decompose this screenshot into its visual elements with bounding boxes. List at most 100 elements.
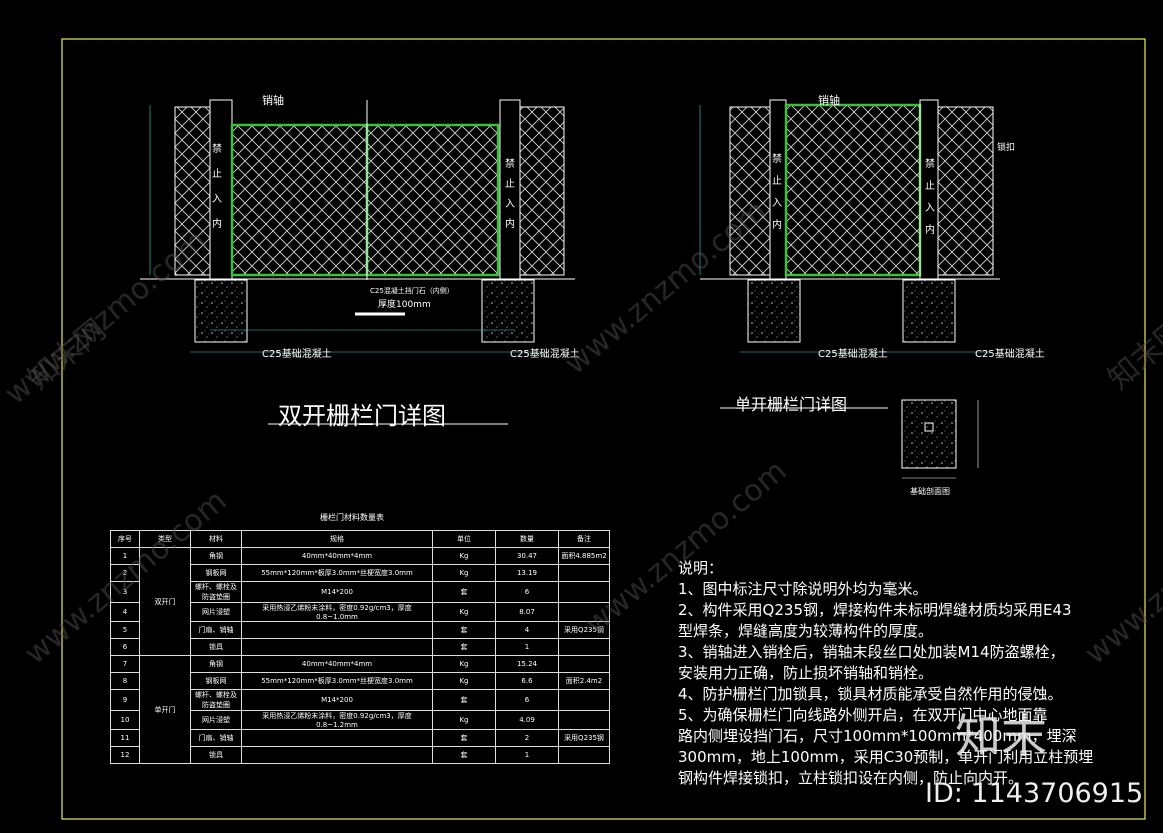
- lock-label: 锁扣: [997, 143, 1016, 153]
- drawing-frame: [61, 38, 1146, 820]
- bom-cell: 11: [110, 729, 140, 747]
- bom-cell: 8.07: [495, 602, 559, 622]
- concrete-label: C25基础混凝土: [975, 349, 1045, 360]
- concrete-label: C25基础混凝土: [510, 349, 580, 360]
- bom-cell: 套: [432, 581, 496, 603]
- note-line: 3、销轴进入销栓后，销轴末段丝口处加装M14防盗螺栓，: [678, 643, 1065, 661]
- bom-cell: 单开门: [139, 655, 191, 764]
- bom-cell: M14*200: [241, 689, 433, 711]
- bom-cell: 40mm*40mm*4mm: [241, 547, 433, 565]
- sign-char: 禁: [212, 144, 222, 155]
- bom-cell: 套: [432, 746, 496, 764]
- note-line: 5、为确保栅栏门向线路外侧开启，在双开门中心地面靠: [678, 706, 1048, 724]
- bom-cell: 螺杆、螺栓及防盗垫圈: [190, 689, 242, 711]
- sign-char: 内: [212, 219, 222, 230]
- bom-cell: 网片浸塑: [190, 602, 242, 622]
- bom-cell: [558, 710, 610, 730]
- bom-cell: 30.47: [495, 547, 559, 565]
- bom-cell: 门扇、销轴: [190, 621, 242, 639]
- bom-cell: 钢板网: [190, 672, 242, 690]
- bom-cell: 15.24: [495, 655, 559, 673]
- bom-cell: 套: [432, 729, 496, 747]
- single-gate-elevation: [699, 99, 1000, 353]
- bom-cell: 12: [110, 746, 140, 764]
- sign-char: 禁: [925, 159, 935, 170]
- double-gate-title: 双开栅栏门详图: [278, 402, 446, 430]
- notes-block: 说明： 1、图中标注尺寸除说明外均为毫米。 2、构件采用Q235钢，焊接构件未标…: [678, 558, 1093, 789]
- bom-cell: 套: [432, 621, 496, 639]
- bom-cell: Kg: [432, 710, 496, 730]
- bom-cell: 4.09: [495, 710, 559, 730]
- bom-cell: 9: [110, 689, 140, 711]
- bom-cell: 8: [110, 672, 140, 690]
- double-gate-elevation: [140, 99, 575, 353]
- concrete-label: C25基础混凝土: [818, 349, 888, 360]
- bom-row: 10 网片浸塑采用热浸乙烯粉末涂料，密度0.92g/cm3，厚度0.8~1.2mm…: [110, 710, 610, 730]
- bom-cell: 角钢: [190, 655, 242, 673]
- pin-label-left: 销轴: [262, 94, 284, 107]
- bom-cell: [241, 729, 433, 747]
- sign-char: 内: [772, 220, 782, 231]
- bom-cell: Kg: [432, 602, 496, 622]
- note-line: 钢构件焊接锁扣，立柱锁扣设在内侧，防止向内开。: [678, 769, 1024, 787]
- sign-char: 入: [772, 198, 782, 209]
- bom-cell: [558, 655, 610, 673]
- bom-cell: 套: [432, 638, 496, 656]
- bom-cell: [241, 746, 433, 764]
- bom-cell: 5: [110, 621, 140, 639]
- bom-cell: 门扇、销轴: [190, 729, 242, 747]
- bom-cell: 网片浸塑: [190, 710, 242, 730]
- bom-cell: 10: [110, 710, 140, 730]
- bom-cell: 2: [495, 729, 559, 747]
- bom-cell: 2: [110, 564, 140, 582]
- bom-cell: 套: [432, 689, 496, 711]
- sign-char: 禁: [505, 159, 515, 170]
- bom-cell: 采用Q235钢: [558, 729, 610, 747]
- thickness-label: 厚度100mm: [378, 300, 431, 310]
- bom-cell: Kg: [432, 547, 496, 565]
- bom-cell: 1: [495, 746, 559, 764]
- bom-cell: Kg: [432, 564, 496, 582]
- bom-cell: 锁具: [190, 638, 242, 656]
- bom-cell: [558, 564, 610, 582]
- bom-cell: 4: [495, 621, 559, 639]
- bom-cell: 6.6: [495, 672, 559, 690]
- bom-cell: 6: [495, 689, 559, 711]
- bom-cell: [558, 746, 610, 764]
- bom-cell: 锁具: [190, 746, 242, 764]
- bom-cell: 采用热浸乙烯粉末涂料，密度0.92g/cm3，厚度0.8~1.2mm: [241, 710, 433, 730]
- bom-cell: M14*200: [241, 581, 433, 603]
- bom-cell: 螺杆、螺栓及防盗垫圈: [190, 581, 242, 603]
- foundation-caption: 基础剖面图: [910, 487, 950, 496]
- bom-cell: Kg: [432, 655, 496, 673]
- sign-char: 止: [772, 176, 782, 187]
- sign-char: 止: [212, 169, 222, 180]
- bom-cell: 6: [110, 638, 140, 656]
- foundation-section: [901, 399, 979, 479]
- bom-cell: [558, 689, 610, 711]
- bom-cell: [241, 621, 433, 639]
- bom-header: 单位: [432, 530, 496, 548]
- note-line: 4、防护栅栏门加锁具，锁具材质能承受自然作用的侵蚀。: [678, 685, 1063, 703]
- pin-label-right: 销轴: [818, 94, 840, 107]
- bom-title: 栅栏门材料数量表: [320, 513, 384, 522]
- sign-char: 入: [505, 199, 515, 210]
- sign-char: 入: [212, 194, 222, 205]
- note-line: 型焊条，焊缝高度为较薄构件的厚度。: [678, 622, 934, 640]
- bom-header: 规格: [241, 530, 433, 548]
- door-stone-label: C25混凝土挡门石（内侧）: [370, 287, 454, 295]
- sign-char: 禁: [772, 154, 782, 165]
- note-line: 1、图中标注尺寸除说明外均为毫米。: [678, 580, 928, 598]
- note-line: 路内侧埋设挡门石，尺寸100mm*100mm*400mm，埋深: [678, 727, 1077, 745]
- note-line: 2、构件采用Q235钢，焊接构件未标明焊缝材质均采用E43: [678, 601, 1072, 619]
- bom-header: 序号: [110, 530, 140, 548]
- sign-char: 内: [925, 225, 935, 236]
- bom-cell: 钢板网: [190, 564, 242, 582]
- bom-cell: 1: [495, 638, 559, 656]
- bom-cell: Kg: [432, 672, 496, 690]
